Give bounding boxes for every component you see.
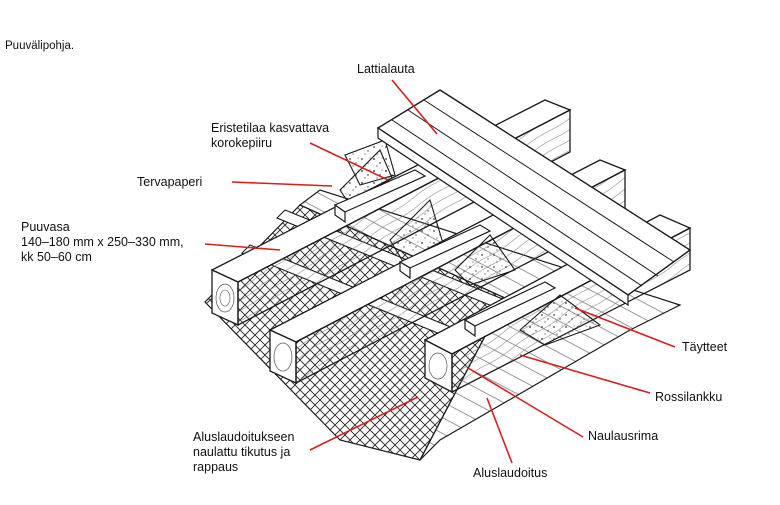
leader-tervapaperi [231,181,333,187]
label-rossilankku: Rossilankku [655,390,723,404]
leader-tikutus [309,396,419,451]
leader-taytteet [574,307,676,348]
label-eristetila: Eristetilaa kasvattava korokepiiru [211,121,329,151]
label-tikutus-line-2: naulattu tikutus ja [193,445,291,459]
leader-naulausrima [467,367,584,438]
label-eristetila-line-2: korokepiiru [211,136,273,150]
label-tikutus: Aluslaudoitukseen naulattu tikutus ja ra… [193,430,294,475]
label-naulausrima: Naulausrima [588,429,659,443]
leader-rossilankku [519,354,651,394]
label-taytteet: Täytteet [682,340,728,354]
leader-lines [204,79,676,464]
leader-lattialauta [391,79,438,135]
label-aluslaudoitus: Aluslaudoitus [473,466,548,480]
label-tikutus-line-3: rappaus [193,460,239,474]
label-puuvasa-line-2: 140–180 mm x 250–330 mm, [21,235,184,249]
figure-caption: Puuvälipohja. [5,40,75,52]
label-tikutus-line-1: Aluslaudoitukseen [193,430,295,444]
label-eristetila-line-1: Eristetilaa kasvattava [211,121,330,135]
label-lattialauta: Lattialauta [357,62,415,76]
leader-aluslaudoitus [486,397,513,464]
label-tervapaperi: Tervapaperi [137,175,203,189]
floorboards [376,89,692,307]
leader-puuvasa [204,243,281,251]
label-puuvasa-line-1: Puuvasa [21,220,70,234]
label-puuvasa: Puuvasa 140–180 mm x 250–330 mm, kk 50–6… [21,220,184,265]
raised-battens [333,169,557,338]
label-puuvasa-line-3: kk 50–60 cm [21,250,92,264]
leader-eristetila [309,142,389,181]
